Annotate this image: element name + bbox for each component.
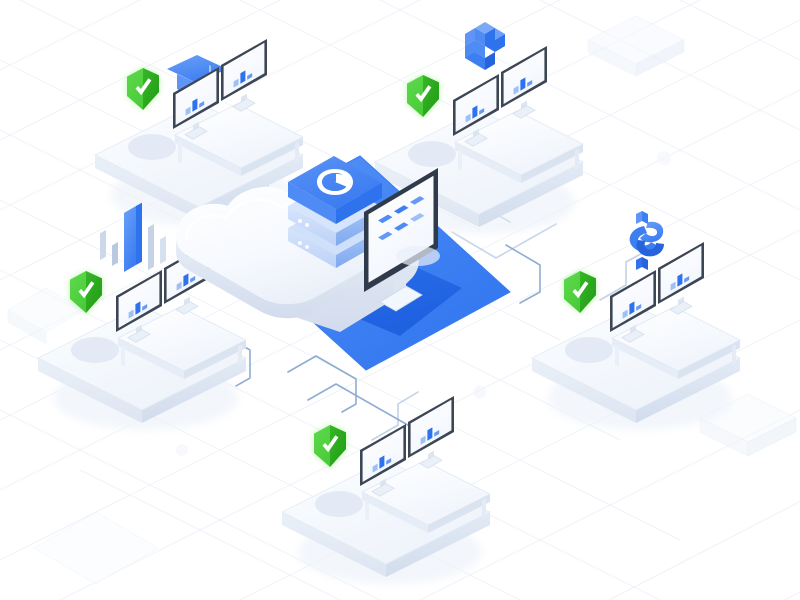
connector-to-bottom <box>287 355 357 413</box>
hub-monitor[interactable] <box>364 168 438 312</box>
node-generic-shield-shadow <box>315 491 363 517</box>
dollar-sign-icon <box>629 211 664 270</box>
server-stack[interactable] <box>288 156 382 268</box>
medical-cross-icon <box>465 22 505 70</box>
hub-monitor-shadow <box>396 246 440 266</box>
connector-to-finance <box>505 244 541 304</box>
connector-hub-right <box>451 223 557 259</box>
server-layer-top <box>288 156 382 224</box>
pie-circle-icon <box>317 169 353 195</box>
node-generic[interactable] <box>281 395 491 584</box>
cloud-platform-hub[interactable] <box>176 155 511 371</box>
connector-lower-diagonal <box>307 383 421 433</box>
connector-finance-inner <box>599 249 649 301</box>
node-finance[interactable] <box>531 211 741 430</box>
connector-bottom-inner <box>371 391 419 441</box>
node-analytics-shield-shadow <box>71 337 119 363</box>
node-finance-shield-shadow <box>565 337 613 363</box>
background-floating-blocks <box>7 15 798 585</box>
hub-monitor-tiles <box>378 196 425 241</box>
node-healthcare-shield-shadow <box>408 141 456 167</box>
bar-chart-floating-icon <box>100 202 166 272</box>
node-analytics[interactable] <box>37 202 247 430</box>
node-education-shield-shadow <box>128 134 176 160</box>
